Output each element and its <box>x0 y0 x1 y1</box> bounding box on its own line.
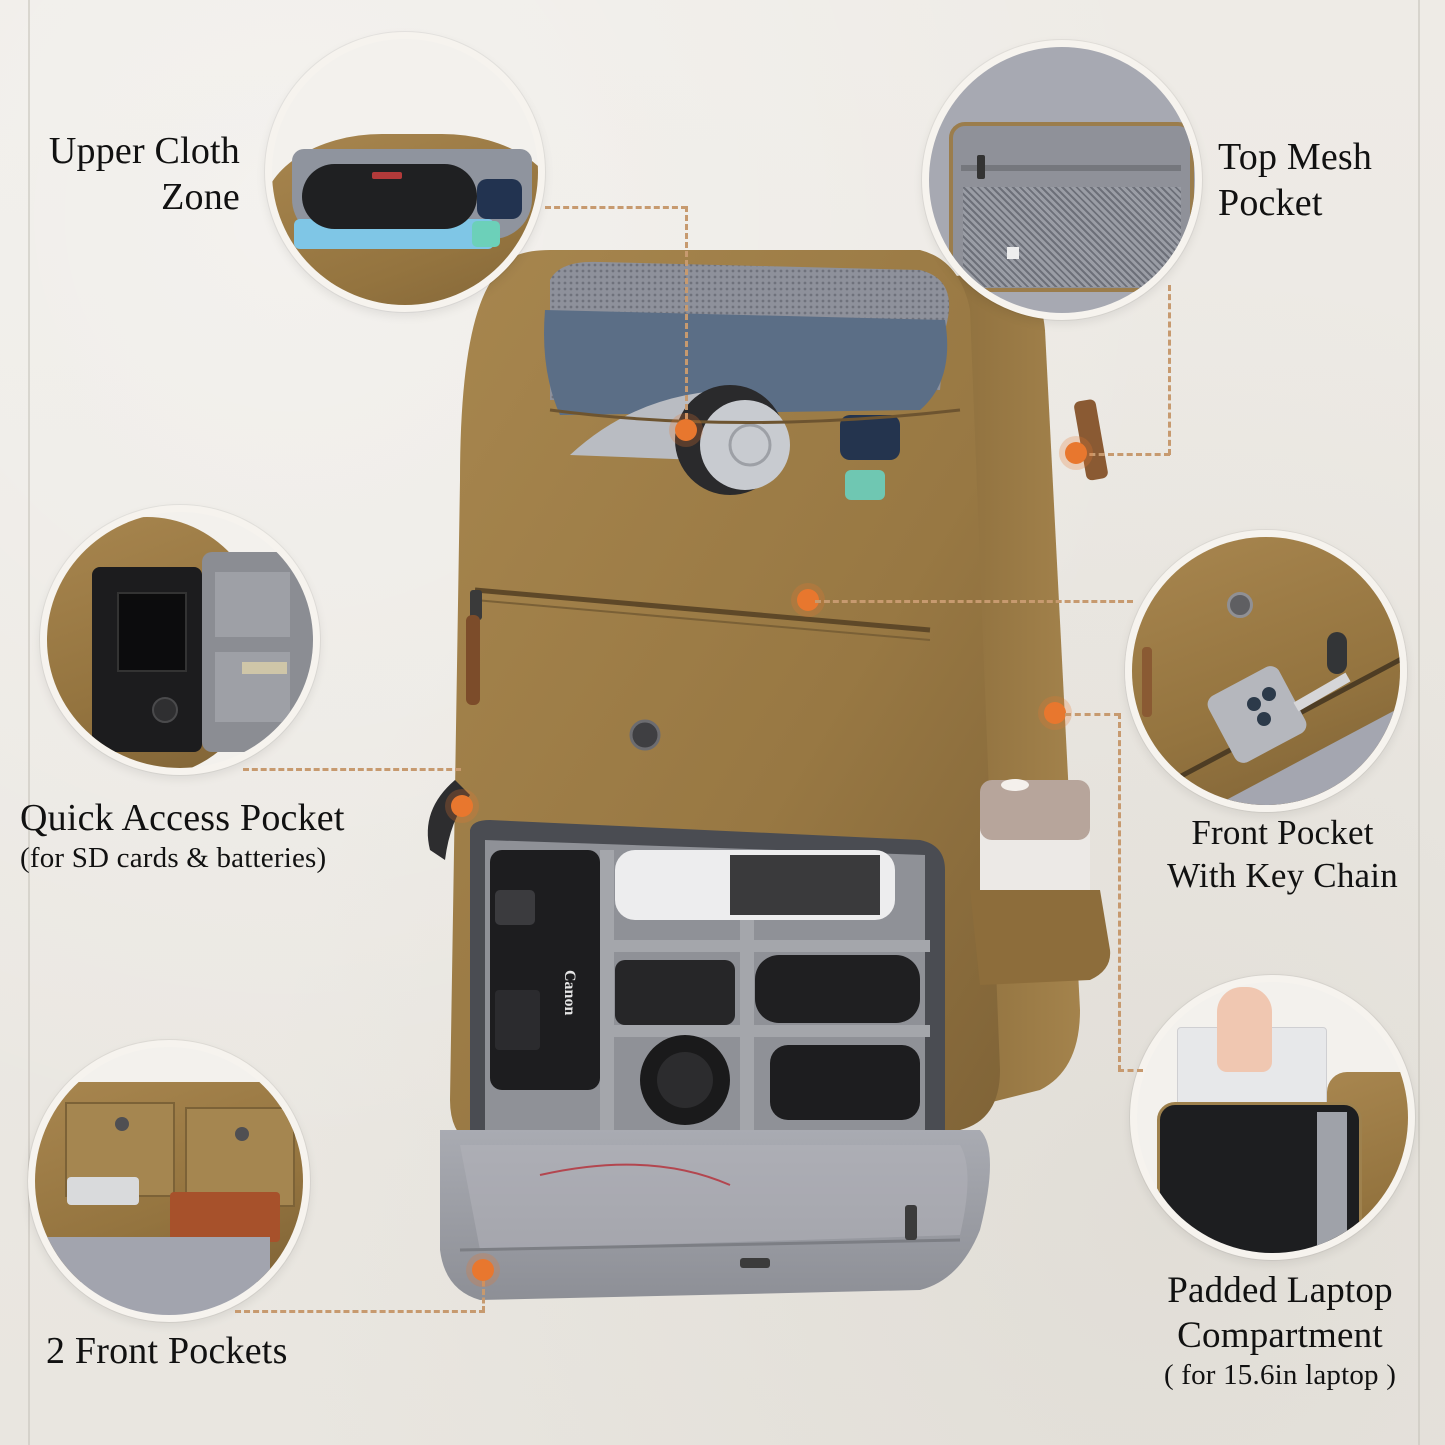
label-padded-laptop-compartment: Padded Laptop Compartment ( for 15.6in l… <box>1120 1268 1440 1394</box>
label-top-mesh-pocket: Top Mesh Pocket <box>1218 134 1418 227</box>
label-padded-laptop-line1: Padded Laptop <box>1167 1270 1393 1311</box>
detail-circle-front-pocket-key-chain <box>1125 530 1407 812</box>
callout-dot-upper-cloth <box>675 419 697 441</box>
label-top-mesh-line2: Pocket <box>1218 182 1323 225</box>
detail-circle-two-front-pockets <box>28 1040 310 1322</box>
label-quick-access-pocket: Quick Access Pocket (for SD cards & batt… <box>20 795 420 877</box>
callout-dot-padded-laptop <box>1044 702 1066 724</box>
label-front-pocket-line2: With Key Chain <box>1167 855 1398 895</box>
detail-circle-quick-access-pocket <box>40 505 320 775</box>
detail-circle-upper-cloth-zone <box>265 32 545 312</box>
detail-circle-padded-laptop <box>1130 975 1415 1260</box>
leader-line-front-pocket-key-chain <box>815 600 1133 603</box>
leader-line-top-mesh <box>1168 285 1171 455</box>
callout-dot-top-mesh <box>1065 442 1087 464</box>
label-front-pocket-line1: Front Pocket <box>1191 813 1374 852</box>
label-padded-laptop-subtitle: ( for 15.6in laptop ) <box>1163 1359 1397 1392</box>
label-quick-access-title: Quick Access Pocket <box>20 797 345 839</box>
callout-dot-two-front-pockets <box>472 1259 494 1281</box>
label-upper-cloth-zone-line1: Upper Cloth <box>48 130 240 172</box>
label-two-front-pockets: 2 Front Pockets <box>46 1328 346 1374</box>
headphones-graphic <box>570 385 790 495</box>
label-padded-laptop-line2: Compartment <box>1177 1315 1383 1357</box>
callout-dot-front-pocket-key-chain <box>797 589 819 611</box>
label-two-front-pockets-title: 2 Front Pockets <box>46 1330 288 1372</box>
leader-line-upper-cloth <box>545 206 687 209</box>
label-top-mesh-line1: Top Mesh <box>1218 136 1373 178</box>
label-upper-cloth-zone: Upper Cloth Zone <box>28 128 240 221</box>
leader-line-two-front-pockets <box>235 1310 485 1313</box>
decorative-frame-line <box>28 0 30 1445</box>
leader-line-padded-laptop <box>1065 713 1120 716</box>
leader-line-two-front-pockets <box>482 1272 485 1312</box>
label-front-pocket-key-chain: Front Pocket With Key Chain <box>1140 812 1425 897</box>
leader-line-upper-cloth <box>685 206 688 428</box>
leader-line-top-mesh <box>1080 453 1170 456</box>
leader-line-padded-laptop <box>1118 1069 1143 1072</box>
detail-circle-top-mesh-pocket <box>922 40 1202 320</box>
camera-brand-text: Canon <box>561 970 578 1015</box>
camera-body-graphic: Canon <box>490 850 600 1090</box>
label-quick-access-subtitle: (for SD cards & batteries) <box>20 842 327 875</box>
label-upper-cloth-zone-line2: Zone <box>161 176 240 219</box>
callout-dot-quick-access <box>451 795 473 817</box>
backpack-illustration: Canon <box>427 250 1111 1300</box>
decorative-frame-line <box>1418 0 1420 1445</box>
leader-line-padded-laptop <box>1118 713 1121 1071</box>
leader-line-quick-access <box>243 768 461 771</box>
